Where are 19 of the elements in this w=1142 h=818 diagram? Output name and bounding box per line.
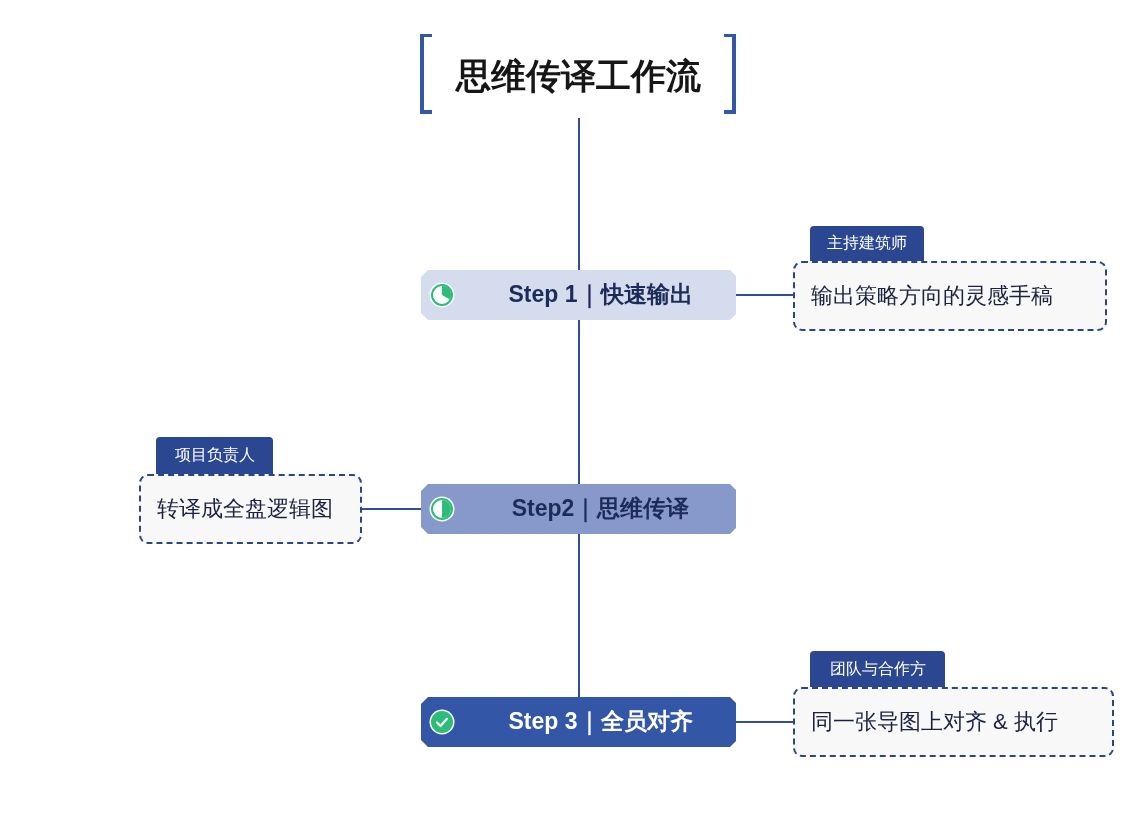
connector-line [578, 533, 580, 698]
step-label: Step 3｜全员对齐 [508, 708, 693, 736]
note-card: 同一张导图上对齐 & 执行 [793, 687, 1114, 757]
connector-line [735, 294, 794, 296]
connector-line [361, 508, 422, 510]
step-label: Step 1｜快速输出 [508, 281, 693, 309]
note-card: 输出策略方向的灵感手稿 [793, 261, 1107, 331]
step-box [421, 270, 736, 320]
connector-line [578, 117, 580, 271]
central-topic-label: 思维传译工作流 [455, 55, 701, 97]
role-tag: 团队与合作方 [810, 651, 945, 687]
step-label: Step2｜思维传译 [511, 495, 690, 523]
note-card: 转译成全盘逻辑图 [139, 474, 362, 544]
role-tag: 项目负责人 [156, 437, 273, 474]
role-tag: 主持建筑师 [810, 226, 924, 261]
connector-line [735, 721, 794, 723]
step-box [421, 484, 736, 534]
connector-line [578, 319, 580, 485]
step-box [421, 697, 736, 747]
